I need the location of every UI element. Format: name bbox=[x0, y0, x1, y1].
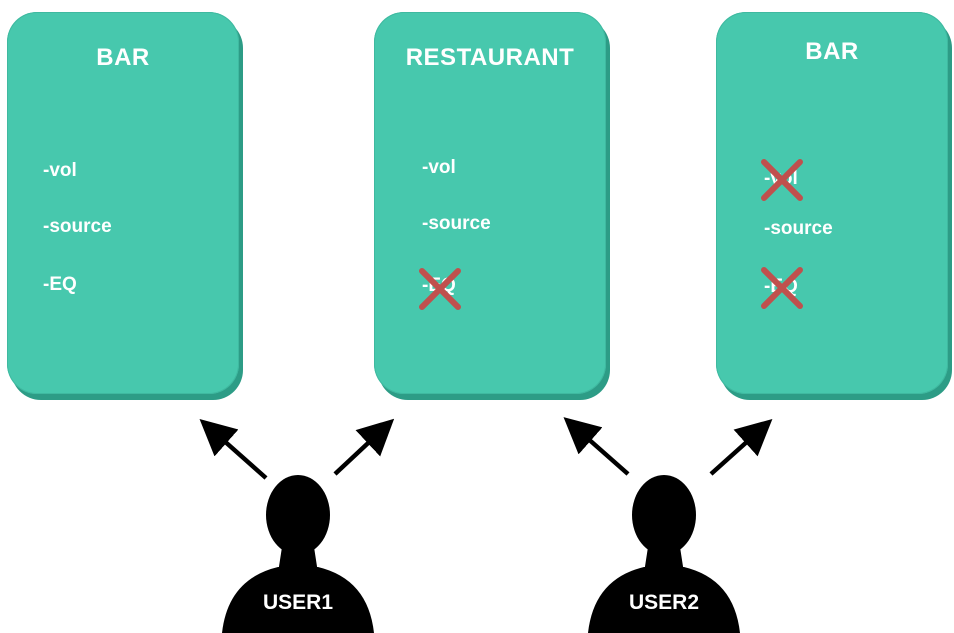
zone-title: BAR bbox=[96, 44, 150, 71]
zone-item-source: -source bbox=[43, 216, 112, 237]
user-label: USER2 bbox=[628, 591, 700, 614]
cross-icon bbox=[419, 268, 461, 310]
zone-item-source: -source bbox=[764, 218, 833, 239]
zone-title: RESTAURANT bbox=[405, 44, 575, 71]
person-silhouette-icon bbox=[588, 475, 740, 633]
zone-item-eq: -EQ bbox=[43, 274, 77, 295]
arrow-user2-to-restaurant bbox=[563, 417, 630, 476]
zone-card-bar-2: BAR -vol -source -EQ bbox=[716, 12, 948, 394]
zone-title: BAR bbox=[805, 38, 859, 65]
zone-item-eq-disabled: -EQ bbox=[419, 267, 512, 310]
zone-item-vol: -vol bbox=[422, 157, 456, 178]
cross-icon bbox=[761, 159, 803, 201]
user1: USER1 bbox=[218, 473, 378, 633]
zone-card-bar-1: BAR -vol -source -EQ bbox=[7, 12, 239, 394]
user2: USER2 bbox=[584, 473, 744, 633]
zone-item-vol-disabled: -vol bbox=[761, 159, 854, 201]
zone-item-vol: -vol bbox=[43, 160, 77, 181]
arrow-user1-to-restaurant bbox=[333, 418, 395, 476]
zone-item-source: -source bbox=[422, 213, 491, 234]
arrow-user1-to-bar bbox=[199, 419, 268, 480]
person-silhouette-icon bbox=[222, 475, 374, 633]
user-label: USER1 bbox=[262, 591, 334, 614]
zone-item-eq-disabled: -EQ bbox=[761, 267, 854, 309]
arrow-user2-to-bar bbox=[709, 418, 773, 476]
cross-icon bbox=[761, 267, 803, 309]
zone-card-restaurant: RESTAURANT -vol -source -EQ bbox=[374, 12, 606, 394]
